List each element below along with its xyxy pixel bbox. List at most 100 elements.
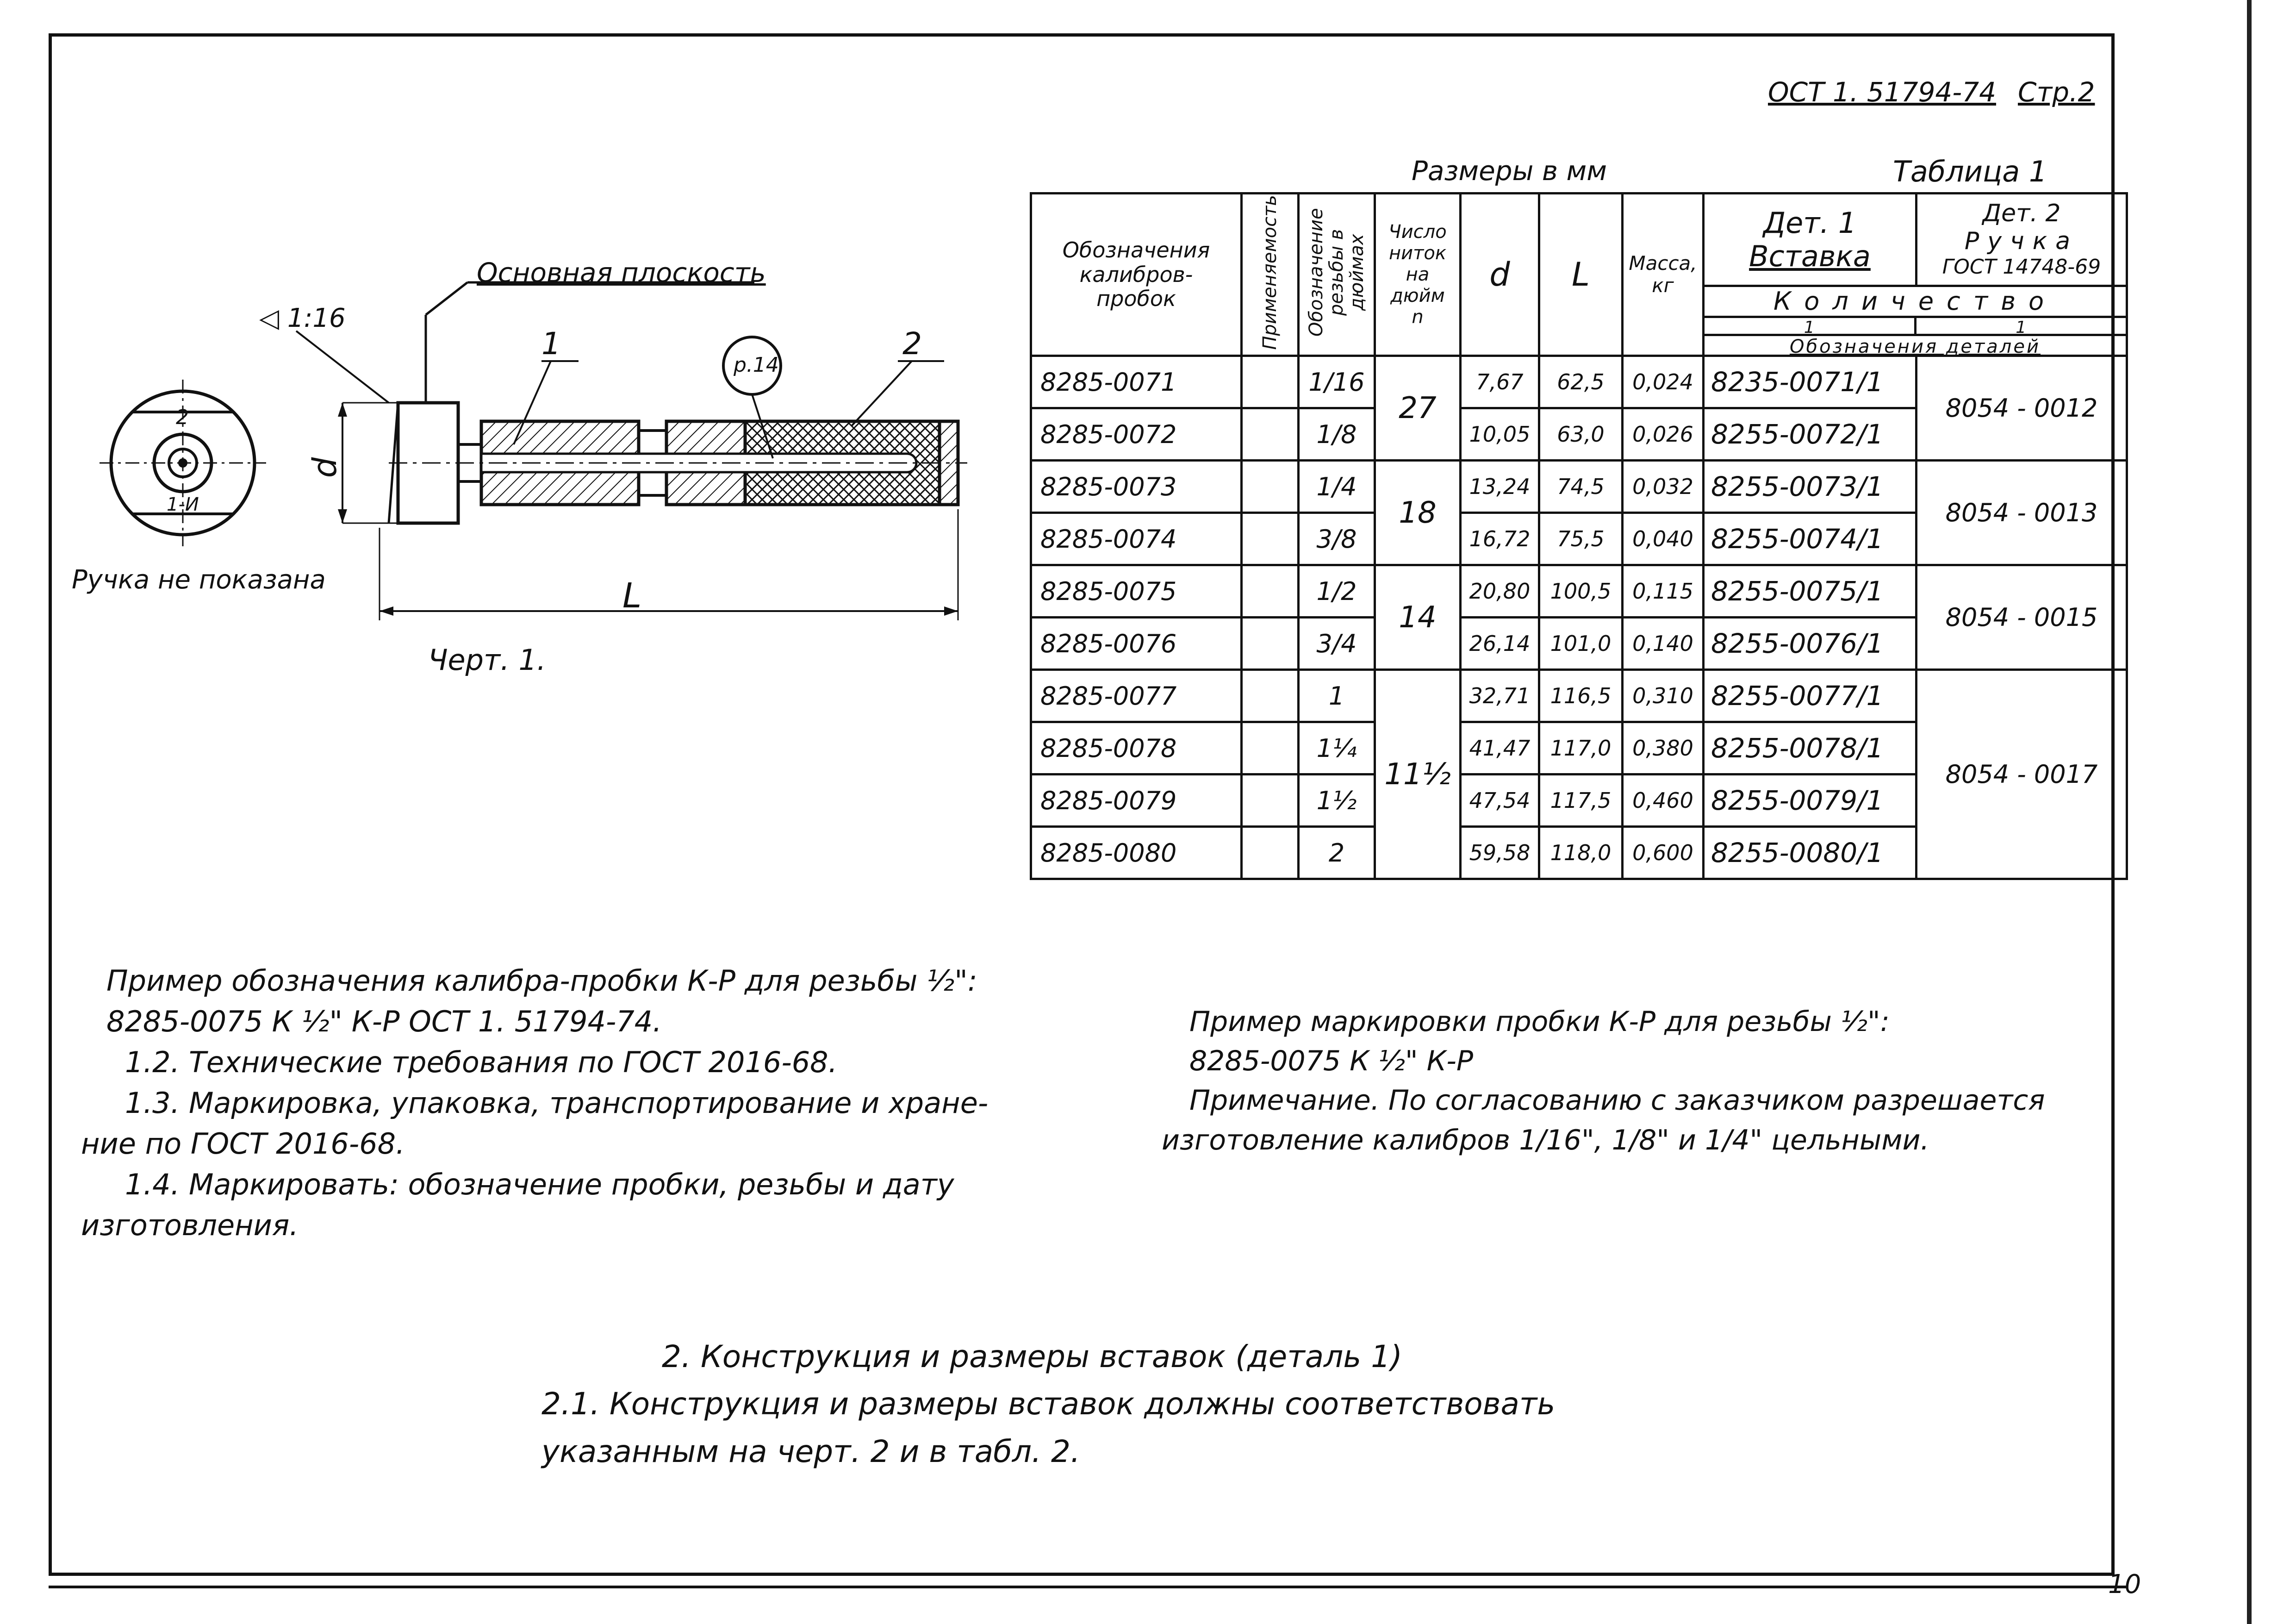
section-2: 2. Конструкция и размеры вставок (деталь… <box>541 1333 1555 1475</box>
note-line: 1.2. Технические требования по ГОСТ 2016… <box>125 1045 838 1080</box>
row-applicability <box>1240 407 1300 462</box>
row-applicability <box>1240 564 1300 619</box>
row-det2: 8054 - 0015 <box>1915 564 2128 671</box>
table-row: 8285-0071 1/16 27 7,67 62,5 0,024 8235-0… <box>1030 355 2128 462</box>
row-thread: 1/4 <box>1297 459 1376 514</box>
col-L: L <box>1538 192 1624 357</box>
row-d: 41,47 <box>1459 721 1540 776</box>
row-n: 14 <box>1374 564 1462 671</box>
row-d: 7,67 <box>1459 355 1540 410</box>
row-L: 117,0 <box>1538 721 1624 776</box>
row-L: 62,5 <box>1538 355 1624 410</box>
note-line: изготовление калибров 1/16", 1/8" и 1/4"… <box>1162 1124 1929 1156</box>
col-thread: Обозначение резьбы в дюймах <box>1297 192 1376 357</box>
note-line: Пример обозначения калибра-пробки К-Р дл… <box>106 964 977 998</box>
row-d: 16,72 <box>1459 512 1540 567</box>
col-applicability: Применяемость <box>1240 192 1300 357</box>
row-thread: 3/8 <box>1297 512 1376 567</box>
note-line: Примечание. По согласованию с заказчиком… <box>1189 1084 2045 1117</box>
note-line: 1.3. Маркировка, упаковка, транспортиров… <box>125 1086 989 1120</box>
row-mass: 0,032 <box>1621 459 1705 514</box>
col-det1: Дет. 1 Вставка <box>1702 192 1917 286</box>
row-code: 8285-0073 <box>1030 459 1243 514</box>
part2-label: 2 <box>902 326 922 362</box>
row-det1: 8255-0079/1 <box>1702 773 1917 828</box>
row-applicability <box>1240 459 1300 514</box>
row-d: 59,58 <box>1459 825 1540 881</box>
right-notes: Пример маркировки пробки К-Р для резьбы … <box>1162 1002 2045 1160</box>
row-code: 8285-0071 <box>1030 355 1243 410</box>
row-applicability <box>1240 721 1300 776</box>
table-row: 8285-0080 2 59,58 118,0 0,600 8255-0080/… <box>1030 825 2127 881</box>
d-dimension-label: d <box>306 457 344 478</box>
note-line: 8285-0075 К ½" К-Р ОСТ 1. 51794-74. <box>106 1005 662 1039</box>
table-row: 8285-0079 1½ 47,54 117,5 0,460 8255-0079… <box>1030 773 2127 828</box>
row-mass: 0,310 <box>1621 668 1705 724</box>
col-det2: Дет. 2 Ручка ГОСТ 14748-69 <box>1915 192 2128 286</box>
table-row: 8285-0076 3/4 26,14 101,0 0,140 8255-007… <box>1030 616 2127 671</box>
row-det1: 8255-0080/1 <box>1702 825 1917 881</box>
row-thread: 3/4 <box>1297 616 1376 671</box>
row-L: 117,5 <box>1538 773 1624 828</box>
drawing-caption: Черт. 1. <box>428 643 546 677</box>
gauge-drawing <box>100 281 967 620</box>
row-L: 101,0 <box>1538 616 1624 671</box>
part1-label: 1 <box>541 326 561 362</box>
row-n: 18 <box>1374 459 1462 567</box>
section-line: 2.1. Конструкция и размеры вставок должн… <box>541 1386 1556 1422</box>
row-applicability <box>1240 773 1300 828</box>
col-d: d <box>1459 192 1540 357</box>
col-mass: Масса, кг <box>1621 192 1705 357</box>
taper-label: ◁ 1:16 <box>259 303 346 333</box>
row-det1: 8255-0074/1 <box>1702 512 1917 567</box>
row-applicability <box>1240 668 1300 724</box>
qty-det1: 1 <box>1705 318 1916 337</box>
doc-code: ОСТ 1. 51794-74 <box>1768 76 1997 108</box>
page-label: Стр.2 <box>2018 76 2095 108</box>
end-mark-top: 2 <box>176 406 189 429</box>
row-mass: 0,380 <box>1621 721 1705 776</box>
table-row: 8285-0075 1/2 14 20,80 100,5 0,115 8255-… <box>1030 564 2128 671</box>
quantity-header: Количество <box>1702 284 2128 319</box>
note-line: ние по ГОСТ 2016-68. <box>81 1127 405 1161</box>
section-heading: 2. Конструкция и размеры вставок (деталь… <box>662 1339 1402 1374</box>
row-applicability <box>1240 616 1300 671</box>
row-thread: 1/2 <box>1297 564 1376 619</box>
row-L: 116,5 <box>1538 668 1624 724</box>
row-n: 27 <box>1374 355 1462 462</box>
side-view <box>295 281 967 620</box>
left-notes: Пример обозначения калибра-пробки К-Р дл… <box>81 961 989 1246</box>
row-code: 8285-0077 <box>1030 668 1243 724</box>
table-units: Размеры в мм <box>1412 155 1607 187</box>
row-L: 63,0 <box>1538 407 1624 462</box>
row-applicability <box>1240 512 1300 567</box>
end-mark-bottom: 1-И <box>167 494 199 515</box>
row-L: 74,5 <box>1538 459 1624 514</box>
row-d: 13,24 <box>1459 459 1540 514</box>
row-mass: 0,040 <box>1621 512 1705 567</box>
row-det1: 8255-0075/1 <box>1702 564 1917 619</box>
row-thread: 1 <box>1297 668 1376 724</box>
row-det1: 8255-0077/1 <box>1702 668 1917 724</box>
base-plane-label: Основная плоскость <box>477 257 766 288</box>
row-det1: 8255-0076/1 <box>1702 616 1917 671</box>
note-line: Пример маркировки пробки К-Р для резьбы … <box>1189 1006 1890 1038</box>
row-code: 8285-0072 <box>1030 407 1243 462</box>
row-det2: 8054 - 0012 <box>1915 355 2128 462</box>
note-line: 8285-0075 К ½" К-Р <box>1189 1045 1474 1078</box>
qty-det2: 1 <box>2016 318 2027 337</box>
row-det2: 8054 - 0013 <box>1915 459 2128 567</box>
row-det1: 8255-0078/1 <box>1702 721 1917 776</box>
row-mass: 0,026 <box>1621 407 1705 462</box>
section-line: указанным на черт. 2 и в табл. 2. <box>541 1433 1080 1469</box>
row-applicability <box>1240 355 1300 410</box>
note-line: изготовления. <box>81 1208 299 1243</box>
row-applicability <box>1240 825 1300 881</box>
row-code: 8285-0079 <box>1030 773 1243 828</box>
gauge-table: Обозначения калибров-пробок Применяемост… <box>1030 192 2128 881</box>
row-d: 26,14 <box>1459 616 1540 671</box>
row-code: 8285-0074 <box>1030 512 1243 567</box>
row-d: 10,05 <box>1459 407 1540 462</box>
table-number: Таблица 1 <box>1893 155 2047 188</box>
row-d: 32,71 <box>1459 668 1540 724</box>
